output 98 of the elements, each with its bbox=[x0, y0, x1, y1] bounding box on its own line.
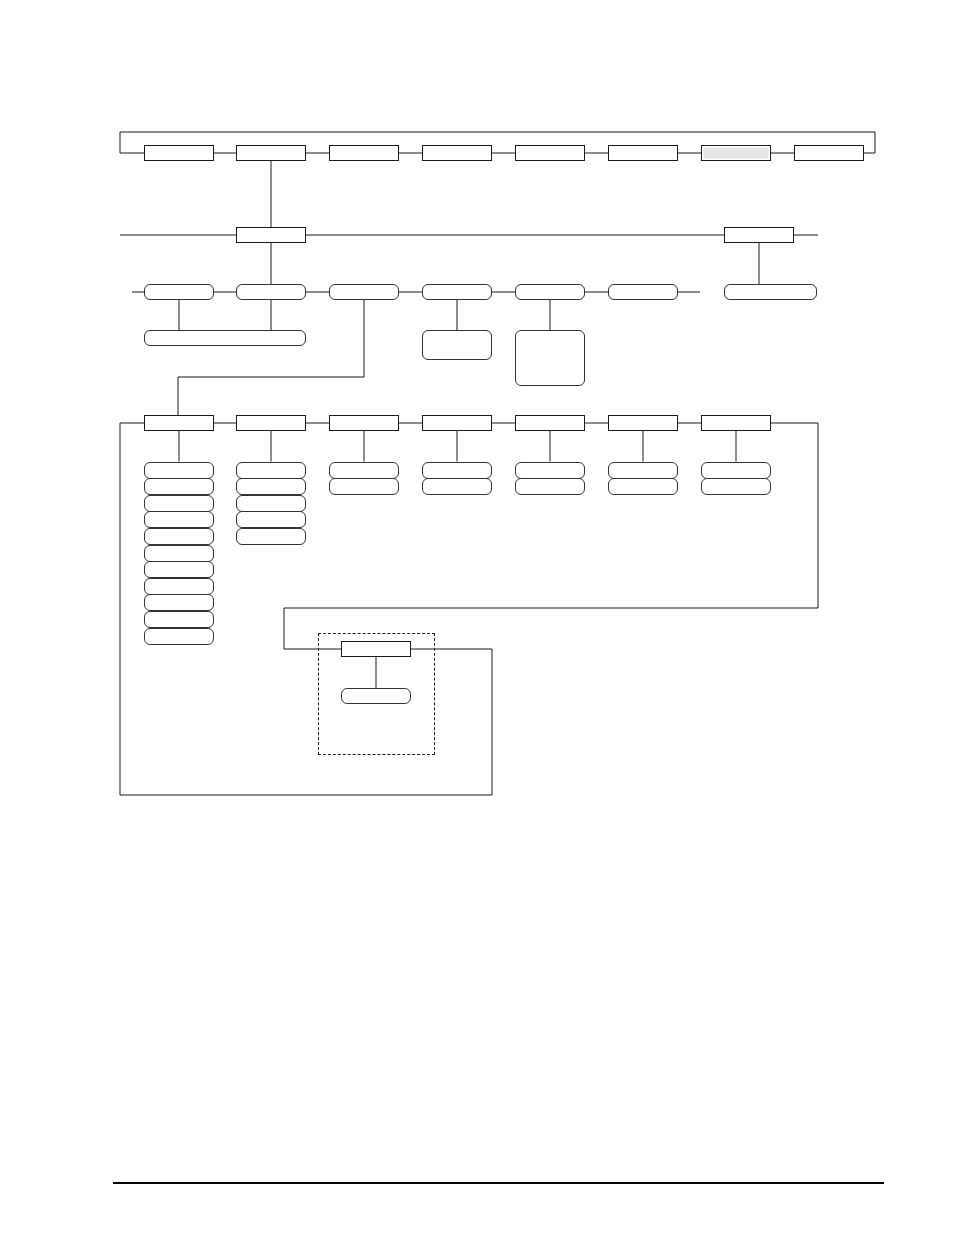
rounded-box bbox=[341, 688, 411, 704]
rounded-box bbox=[515, 461, 585, 479]
connector-line bbox=[375, 656, 377, 689]
connector-line bbox=[270, 160, 272, 228]
connector-line bbox=[677, 152, 702, 154]
connector-line bbox=[178, 299, 180, 331]
connector-line bbox=[677, 291, 701, 293]
connector-line bbox=[549, 299, 551, 331]
rounded-box bbox=[515, 284, 585, 300]
connector-line bbox=[584, 291, 609, 293]
menu-box bbox=[422, 145, 492, 161]
menu-box bbox=[236, 227, 306, 243]
connector-line bbox=[305, 234, 725, 236]
rounded-box bbox=[236, 511, 306, 529]
menu-box bbox=[724, 227, 794, 243]
connector-line bbox=[398, 422, 423, 424]
menu-box bbox=[329, 145, 399, 161]
connector-line bbox=[735, 430, 737, 462]
connector-line bbox=[491, 422, 516, 424]
connector-line bbox=[177, 299, 365, 416]
menu-box bbox=[329, 415, 399, 431]
connector-line bbox=[270, 430, 272, 462]
connector-line bbox=[584, 152, 609, 154]
connector-line bbox=[398, 291, 423, 293]
rounded-box bbox=[701, 478, 771, 496]
connector-line bbox=[398, 152, 423, 154]
menu-box bbox=[422, 415, 492, 431]
rounded-box bbox=[329, 284, 399, 300]
connector-line bbox=[178, 430, 180, 462]
connector-line bbox=[283, 422, 819, 650]
rounded-box bbox=[236, 478, 306, 496]
connector-line bbox=[793, 234, 819, 236]
menu-box bbox=[701, 145, 771, 161]
rounded-box bbox=[701, 461, 771, 479]
rounded-box bbox=[515, 330, 585, 386]
connector-line bbox=[305, 422, 330, 424]
rounded-box bbox=[144, 478, 214, 496]
rounded-box bbox=[608, 461, 678, 479]
rounded-box bbox=[144, 511, 214, 529]
rounded-box bbox=[422, 330, 492, 360]
connector-line bbox=[642, 430, 644, 462]
connector-line bbox=[213, 291, 237, 293]
connector-line bbox=[491, 152, 516, 154]
rounded-box bbox=[144, 610, 214, 628]
connector-line bbox=[213, 422, 237, 424]
connector-line bbox=[677, 422, 702, 424]
menu-box bbox=[608, 415, 678, 431]
rounded-box bbox=[144, 594, 214, 612]
connector-line bbox=[305, 152, 330, 154]
rounded-box bbox=[144, 527, 214, 545]
rounded-box bbox=[422, 461, 492, 479]
rounded-box bbox=[236, 284, 306, 300]
rounded-box bbox=[144, 577, 214, 595]
connector-line bbox=[131, 291, 145, 293]
menu-box bbox=[515, 415, 585, 431]
connector-line bbox=[213, 152, 237, 154]
rounded-box bbox=[144, 461, 214, 479]
connector-line bbox=[770, 152, 795, 154]
connector-line bbox=[584, 422, 609, 424]
rounded-box bbox=[329, 478, 399, 496]
rounded-box bbox=[236, 461, 306, 479]
menu-box bbox=[236, 415, 306, 431]
menu-box bbox=[794, 145, 864, 161]
connector-line bbox=[456, 299, 458, 331]
rounded-box bbox=[515, 478, 585, 496]
connector-line bbox=[270, 299, 272, 331]
rounded-box bbox=[144, 561, 214, 579]
rounded-box bbox=[724, 284, 817, 300]
rounded-box bbox=[144, 494, 214, 512]
menu-box bbox=[515, 145, 585, 161]
menu-box bbox=[608, 145, 678, 161]
menu-box bbox=[144, 415, 214, 431]
connector-line bbox=[549, 430, 551, 462]
menu-box bbox=[701, 415, 771, 431]
connector-line bbox=[305, 291, 330, 293]
rounded-box bbox=[236, 494, 306, 512]
dashed-group-frame bbox=[318, 633, 435, 755]
rounded-box bbox=[144, 627, 214, 645]
rounded-box bbox=[144, 284, 214, 300]
connector-line bbox=[491, 291, 516, 293]
menu-box bbox=[144, 145, 214, 161]
rounded-box bbox=[608, 284, 678, 300]
connector-line bbox=[758, 242, 760, 285]
rounded-box bbox=[144, 330, 306, 346]
menu-box bbox=[341, 641, 411, 657]
connector-line bbox=[456, 430, 458, 462]
connector-line bbox=[270, 242, 272, 285]
rounded-box bbox=[422, 478, 492, 496]
rounded-box bbox=[422, 284, 492, 300]
menu-box bbox=[236, 145, 306, 161]
connector-line bbox=[119, 422, 493, 796]
connector-line bbox=[119, 234, 237, 236]
rounded-box bbox=[144, 544, 214, 562]
rounded-box bbox=[236, 527, 306, 545]
connector-line bbox=[363, 430, 365, 462]
connector-line bbox=[119, 131, 876, 154]
rounded-box bbox=[329, 461, 399, 479]
rounded-box bbox=[608, 478, 678, 496]
